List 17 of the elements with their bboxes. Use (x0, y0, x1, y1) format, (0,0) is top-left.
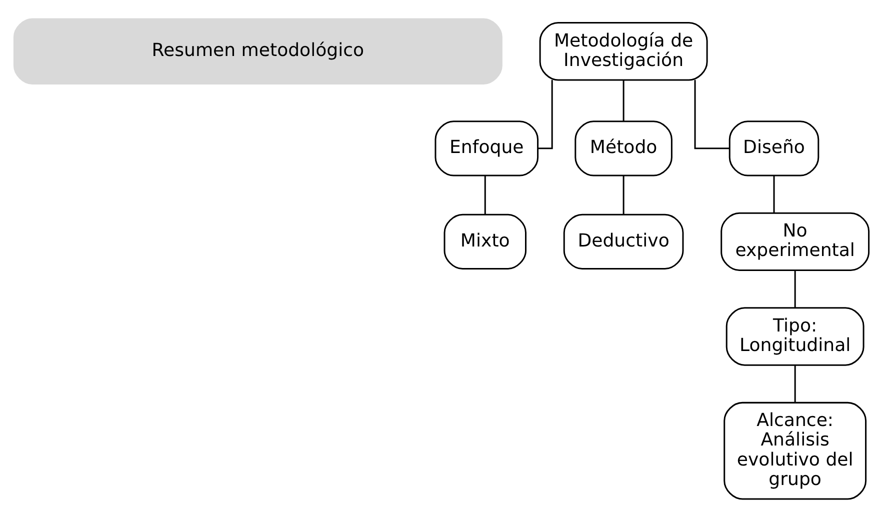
connector (773, 175, 775, 212)
node-box: Mixto (444, 213, 526, 270)
node-box: Alcance: Análisis evolutivo del grupo (724, 401, 867, 500)
connector (622, 175, 624, 214)
node-box: Enfoque (434, 120, 539, 176)
node-box: Método (574, 120, 672, 176)
node-box: Diseño (728, 120, 820, 176)
connector (794, 364, 796, 402)
connector (622, 79, 624, 121)
node-box: No experimental (720, 212, 870, 271)
node-box: Metodología de Investigación (539, 22, 708, 80)
node-box: Resumen metodológico (13, 18, 502, 84)
connector (484, 175, 486, 214)
node-box: Deductivo (563, 213, 684, 270)
connector (794, 270, 796, 308)
node-box: Tipo: Longitudinal (726, 306, 864, 366)
connector (694, 79, 730, 149)
